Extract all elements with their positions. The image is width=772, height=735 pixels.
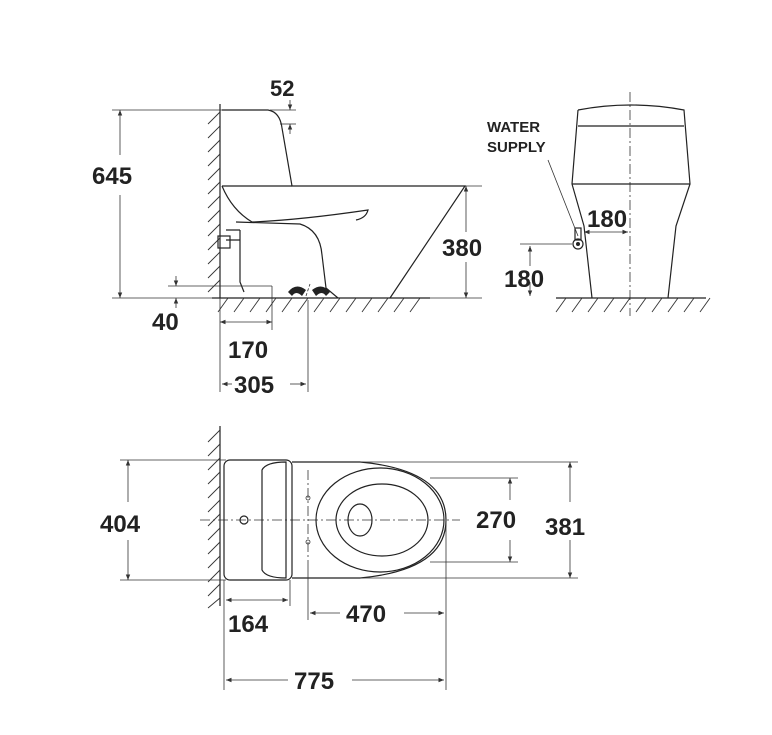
water-supply-label-line2: SUPPLY bbox=[487, 139, 546, 156]
dim-tank-depth: 164 bbox=[223, 580, 291, 690]
dim-height-total: 645 bbox=[92, 109, 222, 299]
dim-supply-height: 180 bbox=[504, 243, 572, 296]
dim-rough-in: 305 bbox=[222, 300, 309, 399]
dim-470-label: 470 bbox=[346, 601, 386, 628]
toilet-side-profile bbox=[217, 109, 467, 299]
dim-bowl-width: 381 bbox=[360, 461, 585, 579]
water-supply-valve-icon bbox=[572, 227, 584, 250]
dim-total-length: 775 bbox=[226, 668, 444, 695]
outlet-flange-icon bbox=[288, 283, 330, 297]
dim-381-label: 381 bbox=[545, 514, 585, 541]
dim-floor-offset: 40 bbox=[152, 276, 272, 336]
dim-tank-top: 52 bbox=[270, 76, 296, 134]
dim-seat-opening: 270 bbox=[430, 477, 518, 563]
dim-52-label: 52 bbox=[270, 76, 294, 101]
water-supply-label-line1: WATER bbox=[487, 119, 540, 136]
dim-380-label: 380 bbox=[442, 235, 482, 262]
dim-164-label: 164 bbox=[228, 611, 269, 638]
top-view: 404 381 270 164 bbox=[100, 426, 585, 695]
dim-40-label: 40 bbox=[152, 309, 179, 336]
dim-775-label: 775 bbox=[294, 668, 334, 695]
dim-170-label: 170 bbox=[228, 337, 268, 364]
side-floor bbox=[212, 297, 430, 313]
dim-width-total: 404 bbox=[100, 459, 226, 581]
side-wall bbox=[207, 104, 221, 298]
dim-270-label: 270 bbox=[476, 507, 516, 534]
dim-outlet-170: 170 bbox=[219, 286, 273, 392]
water-supply-leader bbox=[547, 159, 579, 237]
top-tank bbox=[223, 459, 293, 581]
dim-supply-offset: 180 bbox=[584, 206, 628, 235]
toilet-front-outline bbox=[571, 104, 691, 299]
front-view: WATER SUPPLY 180 180 bbox=[487, 92, 711, 316]
dim-180-offset-label: 180 bbox=[587, 206, 627, 233]
front-floor bbox=[555, 297, 711, 313]
top-wall bbox=[207, 426, 221, 609]
dim-180-height-label: 180 bbox=[504, 266, 544, 293]
dim-645-label: 645 bbox=[92, 163, 132, 190]
side-view: 52 645 380 40 bbox=[92, 76, 482, 399]
dim-305-label: 305 bbox=[234, 372, 274, 399]
dim-bowl-height: 380 bbox=[430, 185, 482, 299]
dim-404-label: 404 bbox=[100, 511, 141, 538]
dim-bowl-length: 470 bbox=[307, 520, 447, 690]
